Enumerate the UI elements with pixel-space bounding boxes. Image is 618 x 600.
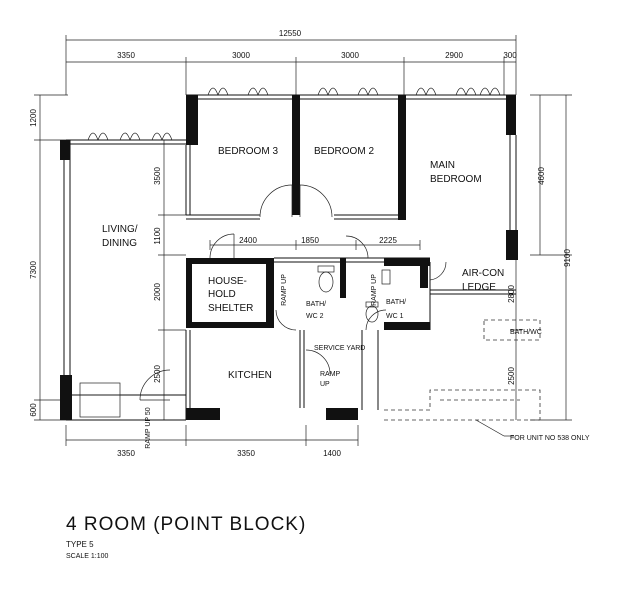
room-main-bedroom-2: BEDROOM [430, 174, 482, 185]
dim-bottom-1: 3350 [117, 449, 135, 458]
external-area [384, 319, 541, 437]
dim-right-inner-1: 2800 [507, 285, 516, 303]
dim-top-1: 3350 [117, 51, 135, 60]
room-household-2: HOLD [208, 289, 236, 300]
room-wc-right: BATH/WC [510, 329, 542, 336]
dim-top-2: 3000 [232, 51, 250, 60]
room-bedroom-3: BEDROOM 3 [218, 146, 278, 157]
room-wc1-2: WC 1 [386, 313, 404, 320]
dim-top-3: 3000 [341, 51, 359, 60]
room-aircon-2: LEDGE [462, 282, 496, 293]
room-living-1: LIVING/ [102, 224, 138, 235]
room-household-3: SHELTER [208, 303, 253, 314]
dim-inner-left-2: 1100 [153, 227, 162, 245]
ramp-label-2: RAMP UP [371, 274, 378, 306]
room-yard: SERVICE YARD [314, 345, 365, 352]
plan-type: TYPE 5 [66, 540, 94, 549]
dim-inner-left-1: 3500 [153, 167, 162, 185]
dim-top-5: 300 [503, 51, 517, 60]
dim-top-4: 2900 [445, 51, 463, 60]
dim-corridor-2: 1850 [301, 236, 319, 245]
room-bedroom-2: BEDROOM 2 [314, 146, 374, 157]
plan-scale: SCALE 1:100 [66, 553, 109, 560]
room-wc1-1: BATH/ [386, 299, 406, 306]
unit-note: FOR UNIT NO 538 ONLY [510, 435, 590, 442]
ramp-label-1: RAMP UP [281, 274, 288, 306]
room-kitchen: KITCHEN [228, 370, 272, 381]
room-main-bedroom-1: MAIN [430, 160, 455, 171]
dim-left-1: 1200 [29, 109, 38, 127]
room-aircon-1: AIR-CON [462, 268, 504, 279]
walls [60, 94, 518, 421]
dimension-lines [34, 35, 572, 446]
dim-bottom-3: 1400 [323, 449, 341, 458]
windows [87, 87, 501, 141]
doors [139, 184, 447, 401]
dim-right-1: 4600 [537, 167, 546, 185]
room-household-1: HOUSE- [208, 276, 247, 287]
room-living-2: DINING [102, 238, 137, 249]
dim-bottom-2: 3350 [237, 449, 255, 458]
ramp-label-4: UP [320, 381, 330, 388]
dim-right-inner-2: 2500 [507, 367, 516, 385]
dim-left-3: 600 [29, 403, 38, 417]
dim-left-2: 7300 [29, 261, 38, 279]
room-wc2-2: WC 2 [306, 313, 324, 320]
ramp-label-5: RAMP UP 50 [145, 407, 152, 448]
dim-overall: 12550 [279, 29, 302, 38]
dim-right-2: 9100 [563, 249, 572, 267]
dim-corridor-3: 2225 [379, 236, 397, 245]
fixtures [79, 265, 391, 418]
dim-inner-left-4: 2500 [153, 365, 162, 383]
dim-corridor-1: 2400 [239, 236, 257, 245]
room-wc2-1: BATH/ [306, 301, 326, 308]
plan-title: 4 ROOM (POINT BLOCK) [66, 514, 307, 535]
ramp-label-3: RAMP [320, 371, 341, 378]
dim-inner-left-3: 2000 [153, 283, 162, 301]
title-block: 4 ROOM (POINT BLOCK) TYPE 5 SCALE 1:100 [66, 514, 306, 560]
